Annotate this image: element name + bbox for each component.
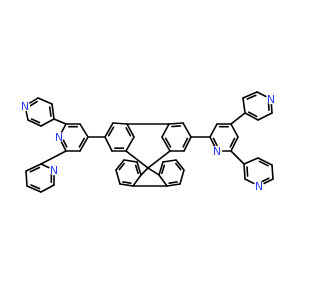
nitrogen-atom-left-upper: N	[21, 100, 29, 113]
fluorene-right-ring-bond	[182, 122, 192, 138]
left-upper-pyridine-double-bond	[28, 100, 38, 108]
fluorene-right-ring-bond	[183, 136, 192, 152]
lower-fluorene-left-ring-bond	[136, 161, 142, 176]
nitrogen-atom-left-upper-mask	[19, 100, 31, 112]
right-upper-pyridine-double-bond	[247, 111, 258, 118]
pyridyl-link-bond	[230, 112, 246, 125]
fluorene-spiro-bond	[147, 150, 171, 169]
lower-fluorene-right-ring-double-bond	[175, 162, 182, 171]
lower-fluorene-right-ring-bond	[166, 183, 181, 187]
right-upper-pyridine-bond	[244, 112, 259, 121]
pyridyl-link-bond	[40, 150, 67, 165]
left-upper-pyridine-bond	[40, 118, 55, 127]
fluorene-right-ring-bond	[168, 122, 184, 125]
lower-fluorene-right-ring-bond	[158, 174, 168, 187]
nitrogen-atom-right-upper-mask	[265, 93, 277, 105]
fluorene-left-ring-bond	[112, 122, 128, 125]
bond-layer	[24, 91, 274, 193]
fluorene-left-ring-bond	[104, 136, 113, 152]
left-central-pyridine-bond	[79, 123, 89, 138]
fluorene-right-ring-double-bond	[182, 137, 189, 148]
right-central-pyridine-double-bond	[212, 137, 219, 148]
right-lower-pyridine-bond	[271, 164, 274, 180]
molecular-structure-diagram: N N N N N N	[19, 91, 277, 193]
left-lower-pyridine-bond	[26, 185, 42, 193]
lower-fluorene-left-ring-double-bond	[118, 162, 125, 171]
left-upper-pyridine-bond	[37, 97, 53, 105]
right-lower-pyridine-bond	[257, 157, 273, 166]
pyridyl-link-bond	[230, 150, 245, 165]
pyridyl-link-bond	[53, 118, 67, 125]
nitrogen-atom-right-upper: N	[267, 93, 275, 106]
right-central-pyridine-double-bond	[229, 137, 236, 148]
left-upper-pyridine-bond	[27, 119, 42, 127]
nitrogen-atom-right-core: N	[213, 145, 221, 158]
lower-fluorene-spiro-bond	[140, 167, 149, 176]
fluorene-right-ring-double-bond	[164, 137, 172, 148]
right-upper-pyridine-bond	[257, 112, 273, 121]
lower-fluorene-left-ring-bond	[115, 169, 121, 185]
lower-fluorene-right-ring-bond	[179, 169, 185, 185]
lower-fluorene-left-ring-bond	[119, 183, 134, 187]
fluorene-left-ring-double-bond	[125, 127, 132, 137]
right-lower-pyridine-bond	[243, 157, 259, 165]
fluorene-left-ring-bond	[125, 136, 135, 152]
left-upper-pyridine-bond	[51, 103, 55, 120]
right-upper-pyridine-bond	[242, 91, 258, 99]
fluorene-left-ring-double-bond	[107, 126, 115, 137]
fluorene-left-ring-bond	[126, 123, 135, 138]
lower-fluorene-right-ring-double-bond	[161, 164, 166, 175]
lower-fluorene-left-ring-bond	[132, 174, 142, 187]
nitrogen-atom-left-lower: N	[50, 164, 58, 177]
left-lower-pyridine-bond	[40, 184, 55, 193]
right-lower-pyridine-bond	[243, 163, 246, 180]
nitrogen-atom-right-lower-mask	[253, 180, 265, 192]
right-lower-pyridine-double-bond	[246, 166, 249, 177]
nitrogen-atom-left-core-mask	[53, 131, 65, 143]
nitrogen-atom-right-lower: N	[255, 180, 263, 193]
lower-fluorene-left-ring-bond	[123, 159, 138, 163]
atom-label-layer: N N N N N N	[19, 93, 277, 193]
left-lower-pyridine-double-bond	[30, 184, 41, 190]
nitrogen-atom-right-core-mask	[211, 145, 223, 157]
fluorene-right-ring-double-bond	[171, 125, 182, 128]
nitrogen-atom-left-core: N	[55, 131, 63, 144]
left-central-pyridine-double-bond	[78, 137, 86, 148]
fluorene-left-ring-bond	[104, 122, 114, 138]
right-lower-pyridine-double-bond	[258, 160, 269, 167]
fluorene-spiro-bond	[125, 150, 149, 169]
lower-fluorene-right-ring-double-bond	[168, 181, 178, 184]
right-central-pyridine-bond	[230, 123, 239, 138]
lower-fluorene-right-ring-bond	[175, 159, 185, 171]
left-upper-pyridine-double-bond	[48, 106, 52, 117]
lower-fluorene-right-ring-bond	[158, 161, 164, 176]
left-lower-pyridine-bond	[25, 170, 28, 187]
structure-canvas: N N N N N N	[19, 91, 277, 193]
fluorene-right-ring-bond	[161, 136, 171, 152]
lower-fluorene-spiro-bond	[147, 167, 160, 176]
right-central-pyridine-bond	[209, 123, 218, 138]
right-central-pyridine-bond	[230, 136, 239, 152]
lower-fluorene-right-ring-bond	[162, 159, 177, 163]
lower-fluorene-left-ring-bond	[115, 159, 125, 171]
lower-fluorene-left-ring-double-bond	[122, 181, 132, 184]
left-lower-pyridine-double-bond	[29, 166, 41, 173]
left-upper-pyridine-double-bond	[30, 118, 41, 124]
right-upper-pyridine-double-bond	[246, 94, 257, 100]
right-upper-pyridine-bond	[242, 97, 246, 114]
left-central-pyridine-bond	[79, 136, 89, 152]
lower-fluorene-left-ring-double-bond	[134, 164, 139, 175]
fluorene-right-ring-bond	[161, 123, 170, 138]
nitrogen-atom-left-lower-mask	[48, 164, 60, 176]
left-lower-pyridine-bond	[25, 163, 42, 172]
